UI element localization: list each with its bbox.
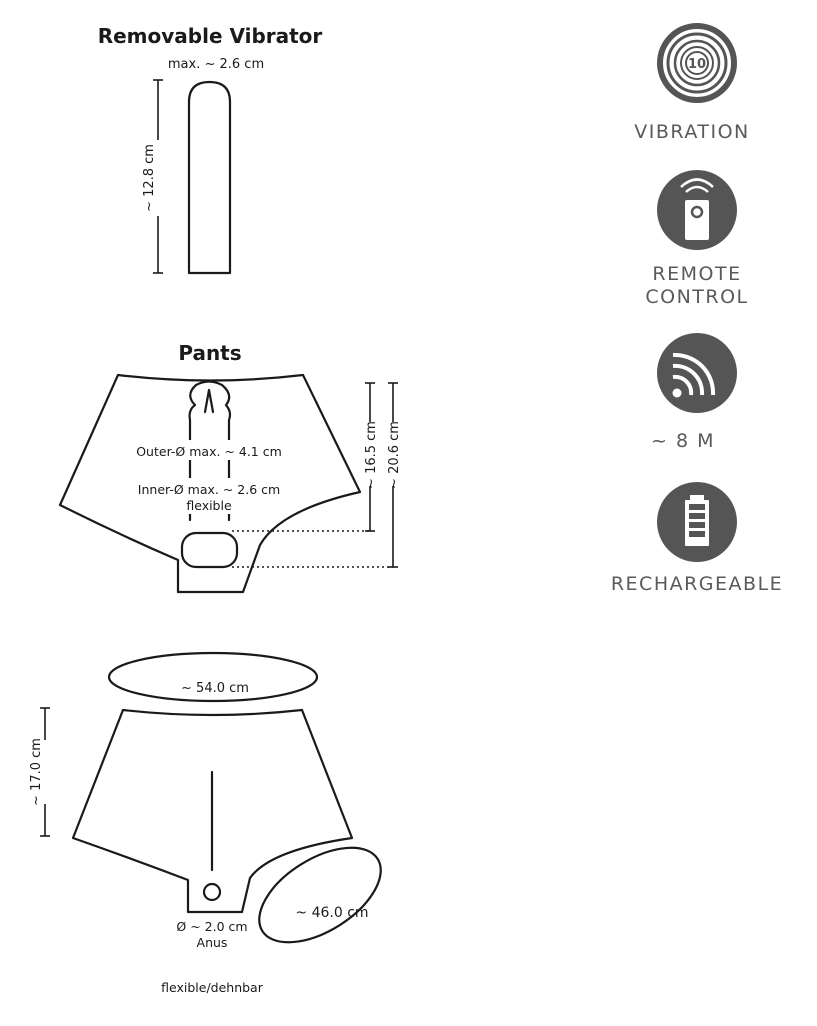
anus-opening	[202, 882, 222, 902]
remote-label-line1: REMOTE	[652, 263, 741, 285]
pants-front-section: Pants Outer-Ø max. ~ 4.1 cm Inner-Ø max.…	[58, 341, 402, 594]
waist-ellipse	[107, 651, 319, 703]
feature-range: ~ 8 M	[651, 333, 737, 452]
vibrator-length: ~ 12.8 cm	[142, 144, 157, 212]
battery-icon	[657, 482, 737, 562]
dildo-shape	[188, 380, 232, 522]
feature-rechargeable: RECHARGEABLE	[611, 482, 783, 595]
testicle-shape	[180, 531, 239, 569]
waist-size: ~ 54.0 cm	[181, 681, 249, 696]
pants-back-section: ~ 54.0 cm ~ 17.0 cm ~ 46.0 cm Ø ~ 2.0 cm…	[29, 651, 382, 995]
anus-label: Anus	[197, 935, 228, 950]
pants-back-outline	[71, 708, 354, 914]
leg-size: ~ 46.0 cm	[295, 905, 368, 921]
vibrator-shape	[187, 80, 232, 275]
length-total: ~ 20.6 cm	[387, 421, 402, 489]
length-inner: ~ 16.5 cm	[364, 421, 379, 489]
leg-ellipse	[258, 846, 382, 944]
remote-label-line2: CONTROL	[645, 286, 748, 308]
range-label: ~ 8 M	[651, 430, 715, 452]
vibration-badge: 10	[688, 57, 706, 72]
vibrator-section: Removable Vibrator max. ~ 2.6 cm ~ 12.8 …	[98, 24, 323, 275]
anus-diameter: Ø ~ 2.0 cm	[176, 919, 247, 934]
vibration-label: VIBRATION	[634, 121, 749, 143]
rechargeable-label: RECHARGEABLE	[611, 573, 783, 595]
inner-diameter: Inner-Ø max. ~ 2.6 cm	[138, 482, 280, 497]
inner-flexible-note: flexible	[186, 498, 232, 513]
material-note: flexible/dehnbar	[161, 980, 264, 995]
vibrator-title: Removable Vibrator	[98, 24, 323, 48]
feature-vibration: 10 VIBRATION	[634, 23, 749, 143]
outer-diameter: Outer-Ø max. ~ 4.1 cm	[136, 444, 282, 459]
feature-remote-control: REMOTE CONTROL	[645, 170, 748, 308]
pants-title: Pants	[178, 341, 241, 365]
vibration-icon	[657, 23, 737, 103]
height-size: ~ 17.0 cm	[29, 738, 44, 806]
vibrator-diameter: max. ~ 2.6 cm	[168, 57, 264, 72]
wireless-range-icon	[657, 333, 737, 413]
remote-control-icon	[657, 170, 737, 250]
